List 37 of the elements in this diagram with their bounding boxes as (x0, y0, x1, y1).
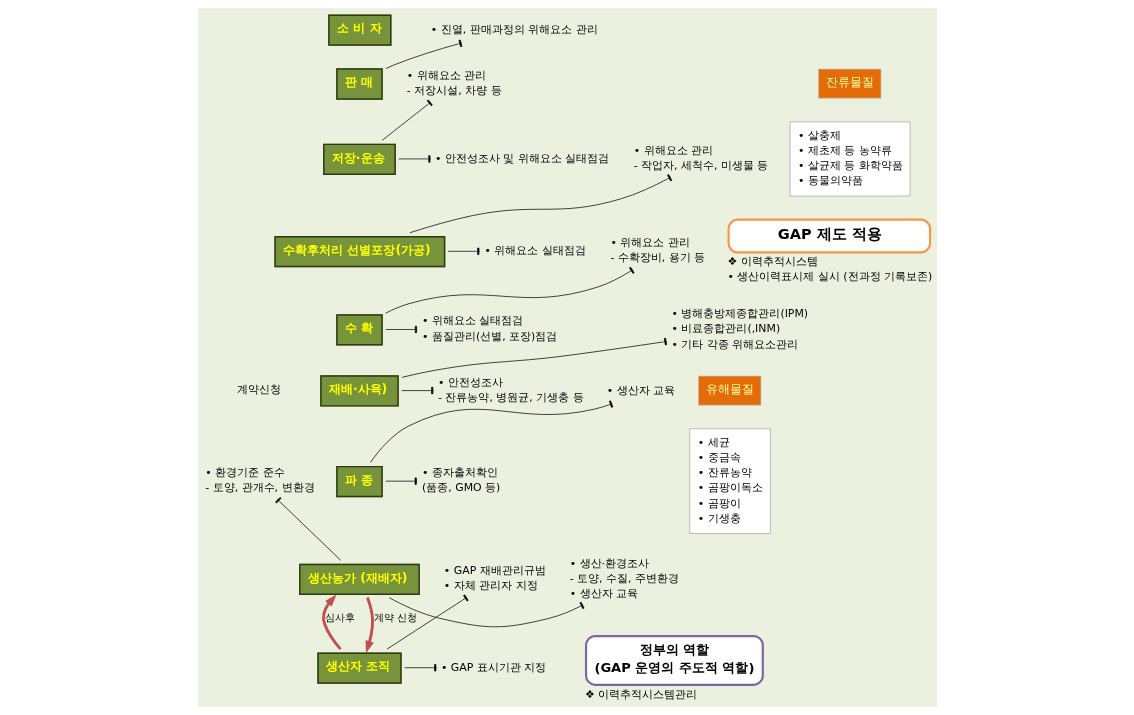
arrow (321, 594, 342, 651)
node-text: • 안전성조사 - 잔류농약, 병원균, 기생충 등 (437, 375, 584, 404)
node-text: • 생산자 교육 (606, 383, 675, 397)
connector (409, 174, 672, 234)
connector (388, 597, 584, 628)
node-text: • 위해요소 관리 - 저장시설, 차량 등 (406, 68, 502, 97)
connector (447, 247, 480, 255)
connector (397, 155, 431, 163)
node-label: • 생산이력표시제 실시 (전과정 기록보존) (727, 270, 932, 284)
connector (401, 337, 667, 378)
connector (400, 386, 434, 395)
node-text: • GAP 재배관리규범 • 자체 관리자 지정 (443, 563, 546, 593)
connector (381, 99, 433, 141)
node-text: • 종자출처확인 (품종, GMO 등) (421, 466, 500, 495)
connector (384, 477, 417, 485)
node-text: • 위해요소 관리 - 수확장비, 용기 등 (609, 236, 705, 265)
connector (369, 400, 613, 463)
node-text: • 위해요소 실태점검 • 품질관리(선별, 포장)점검 (421, 314, 557, 343)
connector (384, 266, 634, 314)
node-text: • 병해충방제종합관리(IPM) • 비료종합관리(,INM) • 기타 각종 위해요소관리 (671, 307, 808, 351)
arrow (365, 597, 374, 654)
connector (274, 497, 341, 561)
node-text: • 위해요소 관리 - 작업자, 세척수, 미생물 등 (633, 143, 768, 173)
node-text: • 진열, 판매과정의 위해요소 관리 (430, 22, 598, 36)
node-text: • 생산·환경조사 - 토양, 수질, 주변환경 • 생산자 교육 (569, 556, 679, 601)
node-text: • 안전성조사 및 위해요소 실태점검 (434, 151, 609, 165)
node-text: • 환경기준 준수 - 토양, 관개수, 변환경 (204, 466, 315, 495)
node-label: ❖ 이력추적시스템 (727, 255, 818, 269)
connector (384, 39, 462, 69)
edge-label: 심사후 (324, 611, 355, 623)
connector (386, 594, 469, 650)
edge-label: 계약 신청 (373, 611, 417, 623)
node-text: • 위해요소 실태점검 (484, 244, 586, 258)
node-label: ❖ 이력추적시스템관리 (584, 687, 697, 701)
connector (403, 664, 437, 672)
label: 계약신청 (236, 383, 281, 397)
node-text: • GAP 표시기관 지정 (440, 660, 546, 674)
